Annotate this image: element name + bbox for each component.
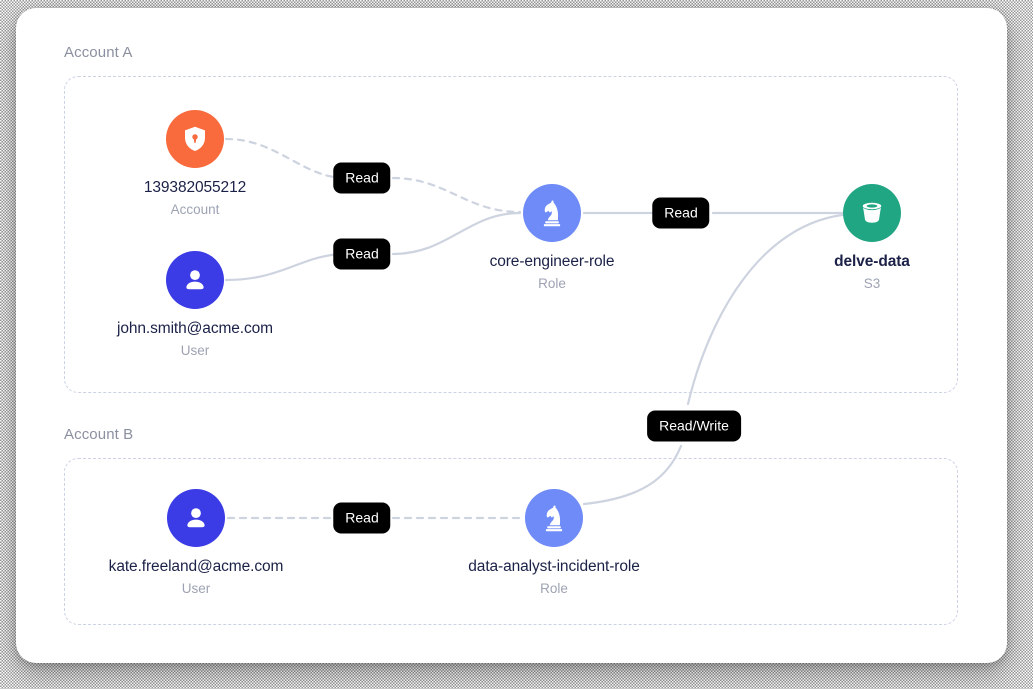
node-subtitle: Role — [538, 276, 566, 291]
node-title: 139382055212 — [143, 179, 247, 196]
node-role-core-engineer[interactable]: core-engineer-role Role — [452, 184, 652, 291]
edge-badge-role-to-bucket[interactable]: Read — [652, 197, 710, 229]
node-title: data-analyst-incident-role — [468, 558, 640, 575]
account-node-circle — [166, 110, 224, 168]
s3-bucket-icon — [857, 198, 887, 228]
user-node-circle — [166, 251, 224, 309]
node-user-kate-freeland[interactable]: kate.freeland@acme.com User — [96, 489, 296, 596]
node-subtitle: Account — [170, 202, 220, 217]
group-box-account-a — [64, 76, 958, 393]
bucket-node-circle — [843, 184, 901, 242]
user-icon — [180, 265, 210, 295]
user-icon — [181, 503, 211, 533]
edge-badge-data-analyst-role-to-bucket[interactable]: Read/Write — [647, 410, 741, 442]
role-node-circle — [523, 184, 581, 242]
edge-badge-john-smith-to-role[interactable]: Read — [333, 238, 391, 270]
shield-lock-icon — [180, 124, 210, 154]
node-subtitle: S3 — [863, 276, 881, 291]
node-title: john.smith@acme.com — [117, 320, 273, 337]
node-bucket-delve-data[interactable]: delve-data S3 — [772, 184, 972, 291]
access-graph: Account A Account B 139382055212 Account — [16, 8, 1007, 663]
group-label-account-b: Account B — [64, 426, 134, 443]
graph-card: Account A Account B 139382055212 Account — [16, 8, 1007, 663]
edge-badge-kate-freeland-to-role[interactable]: Read — [333, 502, 391, 534]
node-subtitle: Role — [540, 581, 568, 596]
role-knight-icon — [537, 198, 567, 228]
node-title: kate.freeland@acme.com — [108, 558, 284, 575]
node-subtitle: User — [181, 581, 211, 596]
role-node-circle — [525, 489, 583, 547]
group-box-account-b — [64, 458, 958, 625]
group-label-account-a: Account A — [64, 44, 133, 61]
node-account-139382055212[interactable]: 139382055212 Account — [95, 110, 295, 217]
node-title: core-engineer-role — [489, 253, 615, 270]
node-subtitle: User — [180, 343, 210, 358]
node-user-john-smith[interactable]: john.smith@acme.com User — [95, 251, 295, 358]
node-title: delve-data — [834, 253, 910, 270]
edge-badge-account-to-role[interactable]: Read — [333, 162, 391, 194]
node-role-data-analyst-incident[interactable]: data-analyst-incident-role Role — [454, 489, 654, 596]
user-node-circle — [167, 489, 225, 547]
role-knight-icon — [539, 503, 569, 533]
